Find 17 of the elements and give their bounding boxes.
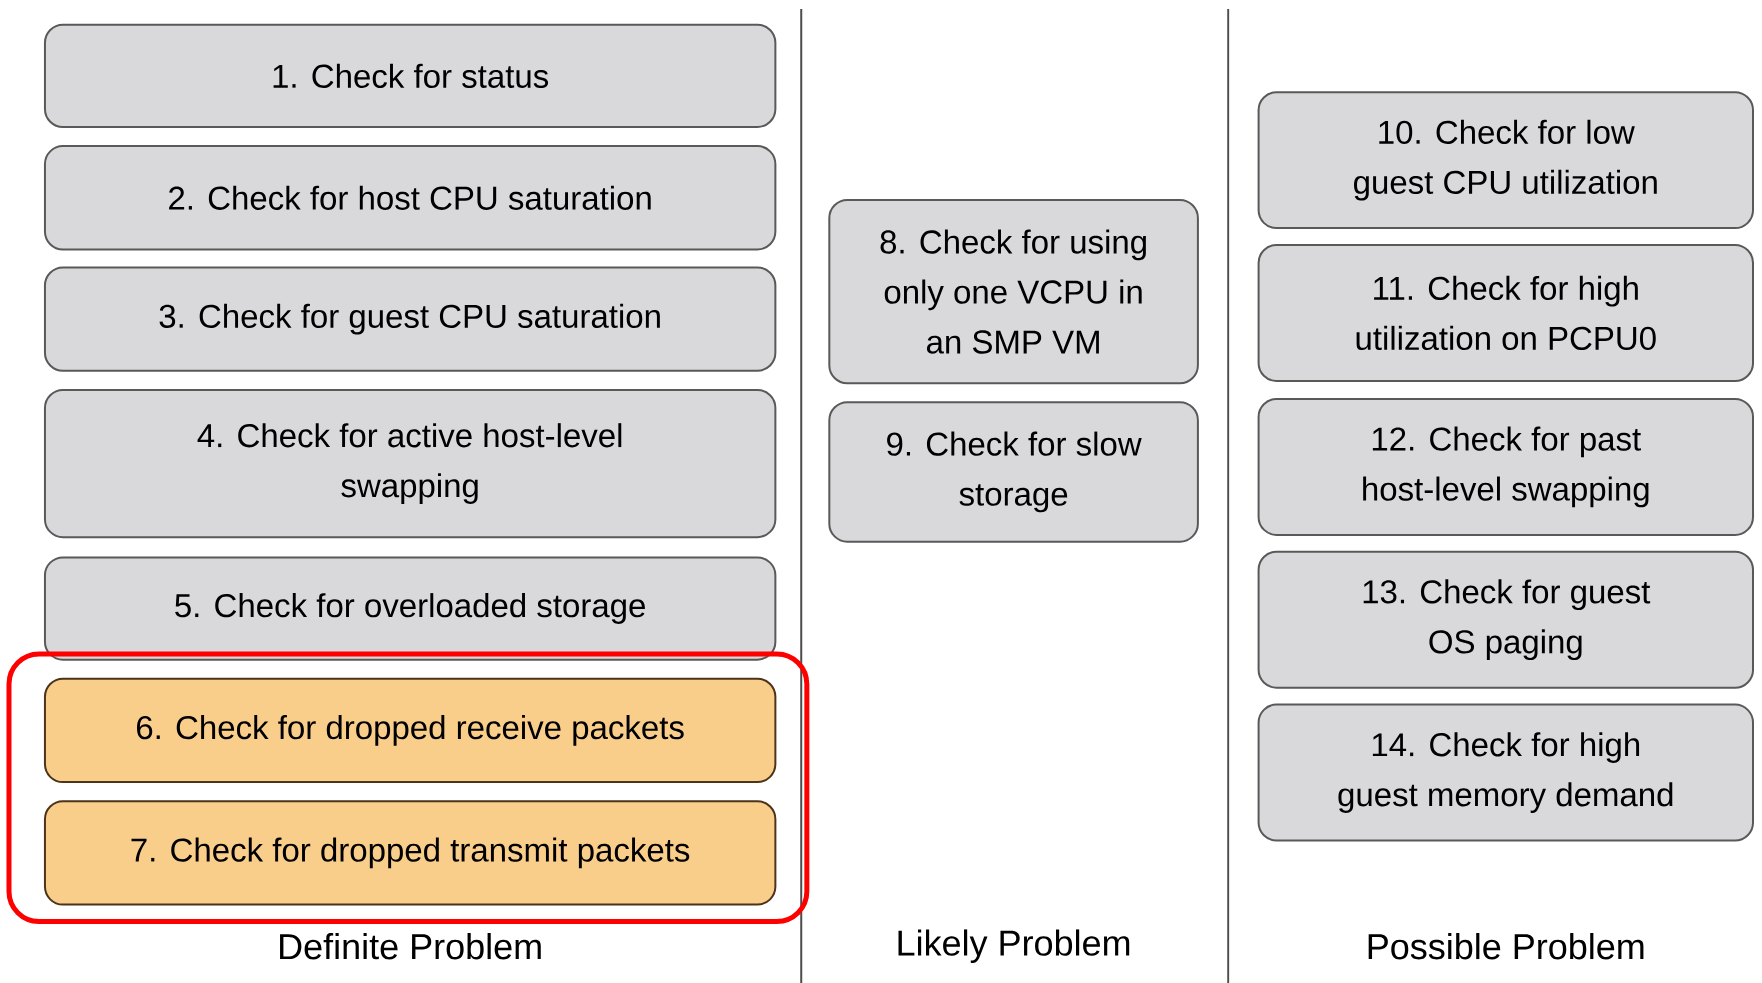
check-box: 11. Check for high utilization on PCPU0 bbox=[1257, 244, 1755, 382]
column-label: Likely Problem bbox=[898, 929, 1130, 963]
check-box: 9. Check for slow storage bbox=[828, 401, 1199, 543]
check-box: 1. Check for status bbox=[43, 23, 777, 128]
check-box: 6. Check for dropped receive packets bbox=[43, 677, 777, 784]
column-label: Possible Problem bbox=[1368, 933, 1644, 960]
check-box: 3. Check for guest CPU saturation bbox=[43, 266, 777, 372]
highlight-box bbox=[6, 651, 810, 924]
check-box: 2. Check for host CPU saturation bbox=[43, 145, 777, 251]
check-box: 5. Check for overloaded storage bbox=[43, 556, 777, 661]
check-box: 10. Check for low guest CPU utilization bbox=[1257, 91, 1755, 230]
check-box: 13. Check for guest OS paging bbox=[1257, 550, 1755, 689]
check-box: 8. Check for using only one VCPU in an SMP VM bbox=[828, 199, 1199, 385]
check-box: 4. Check for active host-level swapping bbox=[43, 388, 777, 539]
check-box: 14. Check for high guest memory demand bbox=[1257, 703, 1755, 842]
check-box: 12. Check for past host-level swapping bbox=[1257, 397, 1755, 536]
check-box: 7. Check for dropped transmit packets bbox=[43, 800, 777, 906]
